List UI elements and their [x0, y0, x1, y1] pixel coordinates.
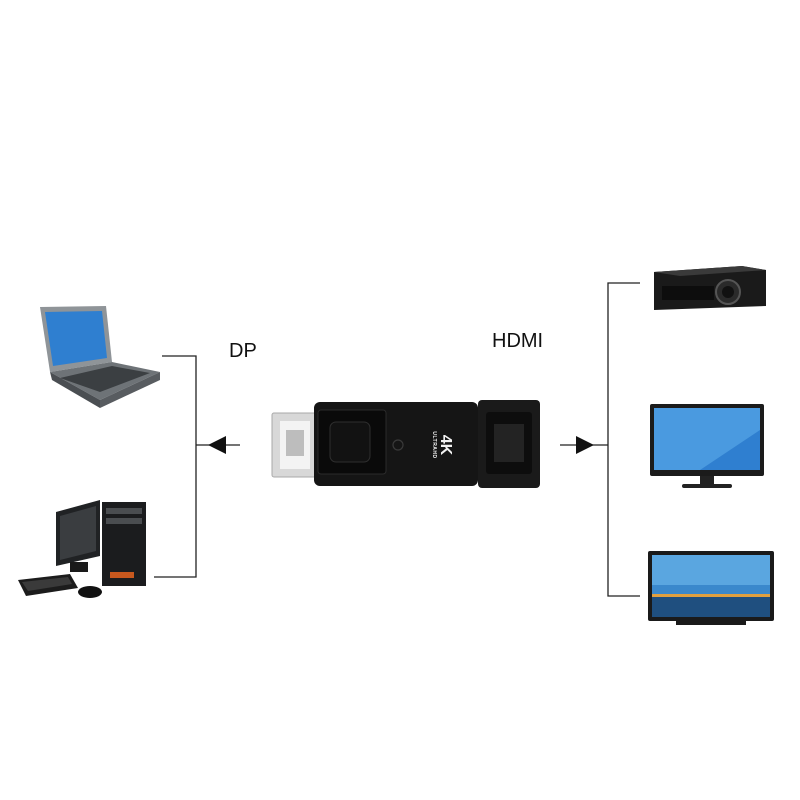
monitor-icon	[650, 404, 764, 488]
dp-label: DP	[229, 340, 257, 362]
4k-badge: 4K ULTRAHD	[419, 423, 454, 467]
4k-badge-main: 4K	[437, 434, 454, 456]
displayport-plug-icon	[271, 412, 319, 478]
hdmi-label: HDMI	[492, 330, 544, 352]
tv-icon	[648, 551, 774, 625]
adapter-body-icon	[314, 402, 478, 486]
4k-badge-sub: ULTRAHD	[431, 431, 437, 459]
left-connector-lines	[154, 355, 240, 578]
desktop-pc-icon	[18, 500, 146, 598]
right-arrow-icon	[576, 436, 594, 454]
left-arrow-icon	[208, 436, 226, 454]
right-connector-lines	[560, 282, 640, 597]
projector-icon	[654, 266, 766, 310]
laptop-icon	[40, 306, 160, 408]
hdmi-socket-icon	[478, 400, 540, 488]
